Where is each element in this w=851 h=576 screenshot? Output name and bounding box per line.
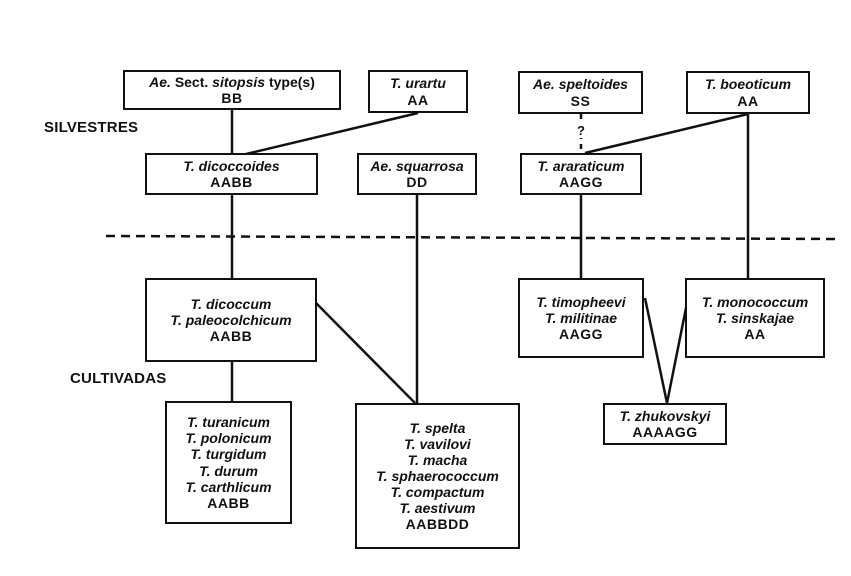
- turanicum-name-4: T. durum: [199, 462, 258, 479]
- spelta-name-4: T. sphaerococcum: [376, 467, 499, 484]
- araraticum-name: T. araraticum: [537, 157, 625, 174]
- edge-monococcum-zhukovskyi: [665, 297, 690, 404]
- turanicum-name-3: T. turgidum: [190, 446, 267, 463]
- monococcum-name-1: T. monococcum: [701, 293, 809, 310]
- squarrosa-name: Ae. squarrosa: [370, 157, 464, 174]
- node-timopheevi: T. timopheevi T. militinae AAGG: [518, 278, 644, 358]
- spelta-name-5: T. compactum: [390, 484, 485, 501]
- dicoccum-name-1: T. dicoccum: [190, 295, 272, 312]
- node-monococcum: T. monococcum T. sinskajae AA: [685, 278, 825, 358]
- turanicum-name-2: T. polonicum: [185, 430, 272, 447]
- boeoticum-genome: AA: [737, 92, 759, 109]
- sitopsis-prefix: Ae.: [149, 73, 171, 90]
- node-araraticum: T. araraticum AAGG: [520, 153, 642, 195]
- turanicum-name-1: T. turanicum: [187, 414, 270, 431]
- monococcum-name-2: T. sinskajae: [715, 309, 795, 326]
- node-dicoccoides: T. dicoccoides AABB: [145, 153, 318, 195]
- node-spelta: T. spelta T. vavilovi T. macha T. sphaer…: [355, 403, 520, 549]
- speltoides-genome: SS: [570, 92, 591, 109]
- edge-dicoccum-spelta: [314, 301, 416, 404]
- uncertain-mark: ?: [575, 123, 587, 138]
- urartu-genome: AA: [407, 91, 429, 108]
- timopheevi-name-2: T. militinae: [544, 309, 618, 326]
- timopheevi-genome: AAGG: [559, 326, 603, 343]
- edge-timopheevi-zhukovskyi: [643, 297, 669, 404]
- node-squarrosa: Ae. squarrosa DD: [357, 153, 477, 195]
- speltoides-name: Ae. speltoides: [533, 76, 628, 93]
- dicoccoides-genome: AABB: [210, 174, 253, 190]
- araraticum-genome: AAGG: [559, 174, 603, 190]
- wild-label: SILVESTRES: [44, 119, 139, 136]
- turanicum-name-5: T. carthlicum: [185, 478, 272, 495]
- dicoccoides-name: T. dicoccoides: [183, 157, 280, 174]
- boeoticum-name: T. boeoticum: [704, 76, 792, 93]
- node-sitopsis: Ae. Sect. sitopsis type(s) BB: [123, 70, 341, 110]
- spelta-genome: AABBDD: [405, 516, 470, 533]
- dicoccum-name-2: T. paleocolchicum: [170, 311, 292, 328]
- spelta-name-2: T. vavilovi: [404, 435, 471, 452]
- edge-boeoticum-araraticum: [584, 112, 749, 155]
- cultivated-label: CULTIVADAS: [70, 370, 167, 387]
- node-turanicum: T. turanicum T. polonicum T. turgidum T.…: [165, 401, 292, 524]
- squarrosa-genome: DD: [406, 174, 428, 190]
- turanicum-genome: AABB: [207, 494, 250, 511]
- monococcum-genome: AA: [744, 326, 766, 343]
- spelta-name-6: T. aestivum: [399, 500, 476, 517]
- wild-cultivated-divider: [105, 234, 837, 241]
- edge-urartu-dicoccoides: [241, 111, 419, 157]
- node-zhukovskyi: T. zhukovskyi AAAAGG: [603, 403, 727, 445]
- sitopsis-genome: BB: [221, 90, 243, 106]
- dicoccum-genome: AABB: [209, 328, 253, 345]
- zhukovskyi-name: T. zhukovskyi: [619, 407, 711, 424]
- node-dicoccum: T. dicoccum T. paleocolchicum AABB: [145, 278, 317, 362]
- spelta-name-3: T. macha: [407, 451, 468, 468]
- node-speltoides: Ae. speltoides SS: [518, 71, 643, 114]
- spelta-name-1: T. spelta: [409, 419, 466, 436]
- node-boeoticum: T. boeoticum AA: [686, 71, 810, 114]
- timopheevi-name-1: T. timopheevi: [536, 293, 626, 310]
- sitopsis-suffix: type(s): [268, 73, 315, 90]
- zhukovskyi-genome: AAAAGG: [632, 424, 698, 440]
- sitopsis-name: Sect.: [174, 73, 209, 90]
- urartu-name: T. urartu: [390, 75, 446, 92]
- sitopsis-sub: sitopsis: [212, 73, 266, 90]
- node-urartu: T. urartu AA: [368, 70, 468, 113]
